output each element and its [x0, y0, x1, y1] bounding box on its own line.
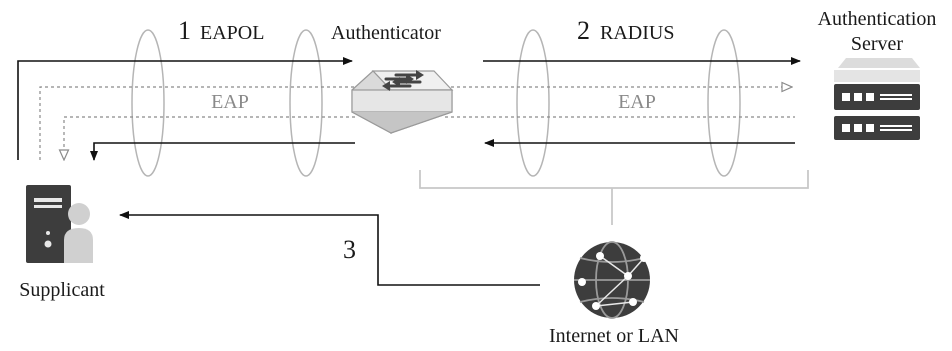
supplicant-label: Supplicant — [19, 279, 105, 301]
globe-network-icon — [574, 241, 650, 319]
step3-number: 3 — [343, 235, 356, 264]
tunnel-ring-right-2 — [707, 29, 741, 177]
auth-server-label-line1: Authentication — [818, 8, 937, 30]
tunnel-ring-left-1 — [131, 29, 165, 177]
step1-number: 1 — [178, 16, 191, 45]
authenticator-label: Authenticator — [331, 22, 441, 44]
eapol-response-line — [90, 142, 355, 161]
network-to-supplicant-line — [119, 211, 540, 286]
step2-protocol: RADIUS — [600, 22, 674, 44]
step1-protocol: EAPOL — [200, 22, 264, 44]
network-label: Internet or LAN — [549, 325, 679, 347]
auth-server-label-line2: Server — [851, 33, 904, 55]
step2-number: 2 — [577, 16, 590, 45]
eap-dashed-line-top — [39, 86, 355, 160]
eap-dashed-line-bottom — [64, 116, 355, 160]
eap-label-left: EAP — [211, 91, 249, 113]
user-workstation-icon — [26, 185, 93, 263]
network-switch-icon — [351, 70, 454, 135]
tunnel-ring-left-2 — [289, 29, 323, 177]
eap-label-right: EAP — [618, 91, 656, 113]
server-icon — [834, 58, 920, 140]
eapol-request-line — [17, 57, 353, 160]
tunnel-ring-right-1 — [516, 29, 550, 177]
network-bracket — [419, 170, 809, 189]
